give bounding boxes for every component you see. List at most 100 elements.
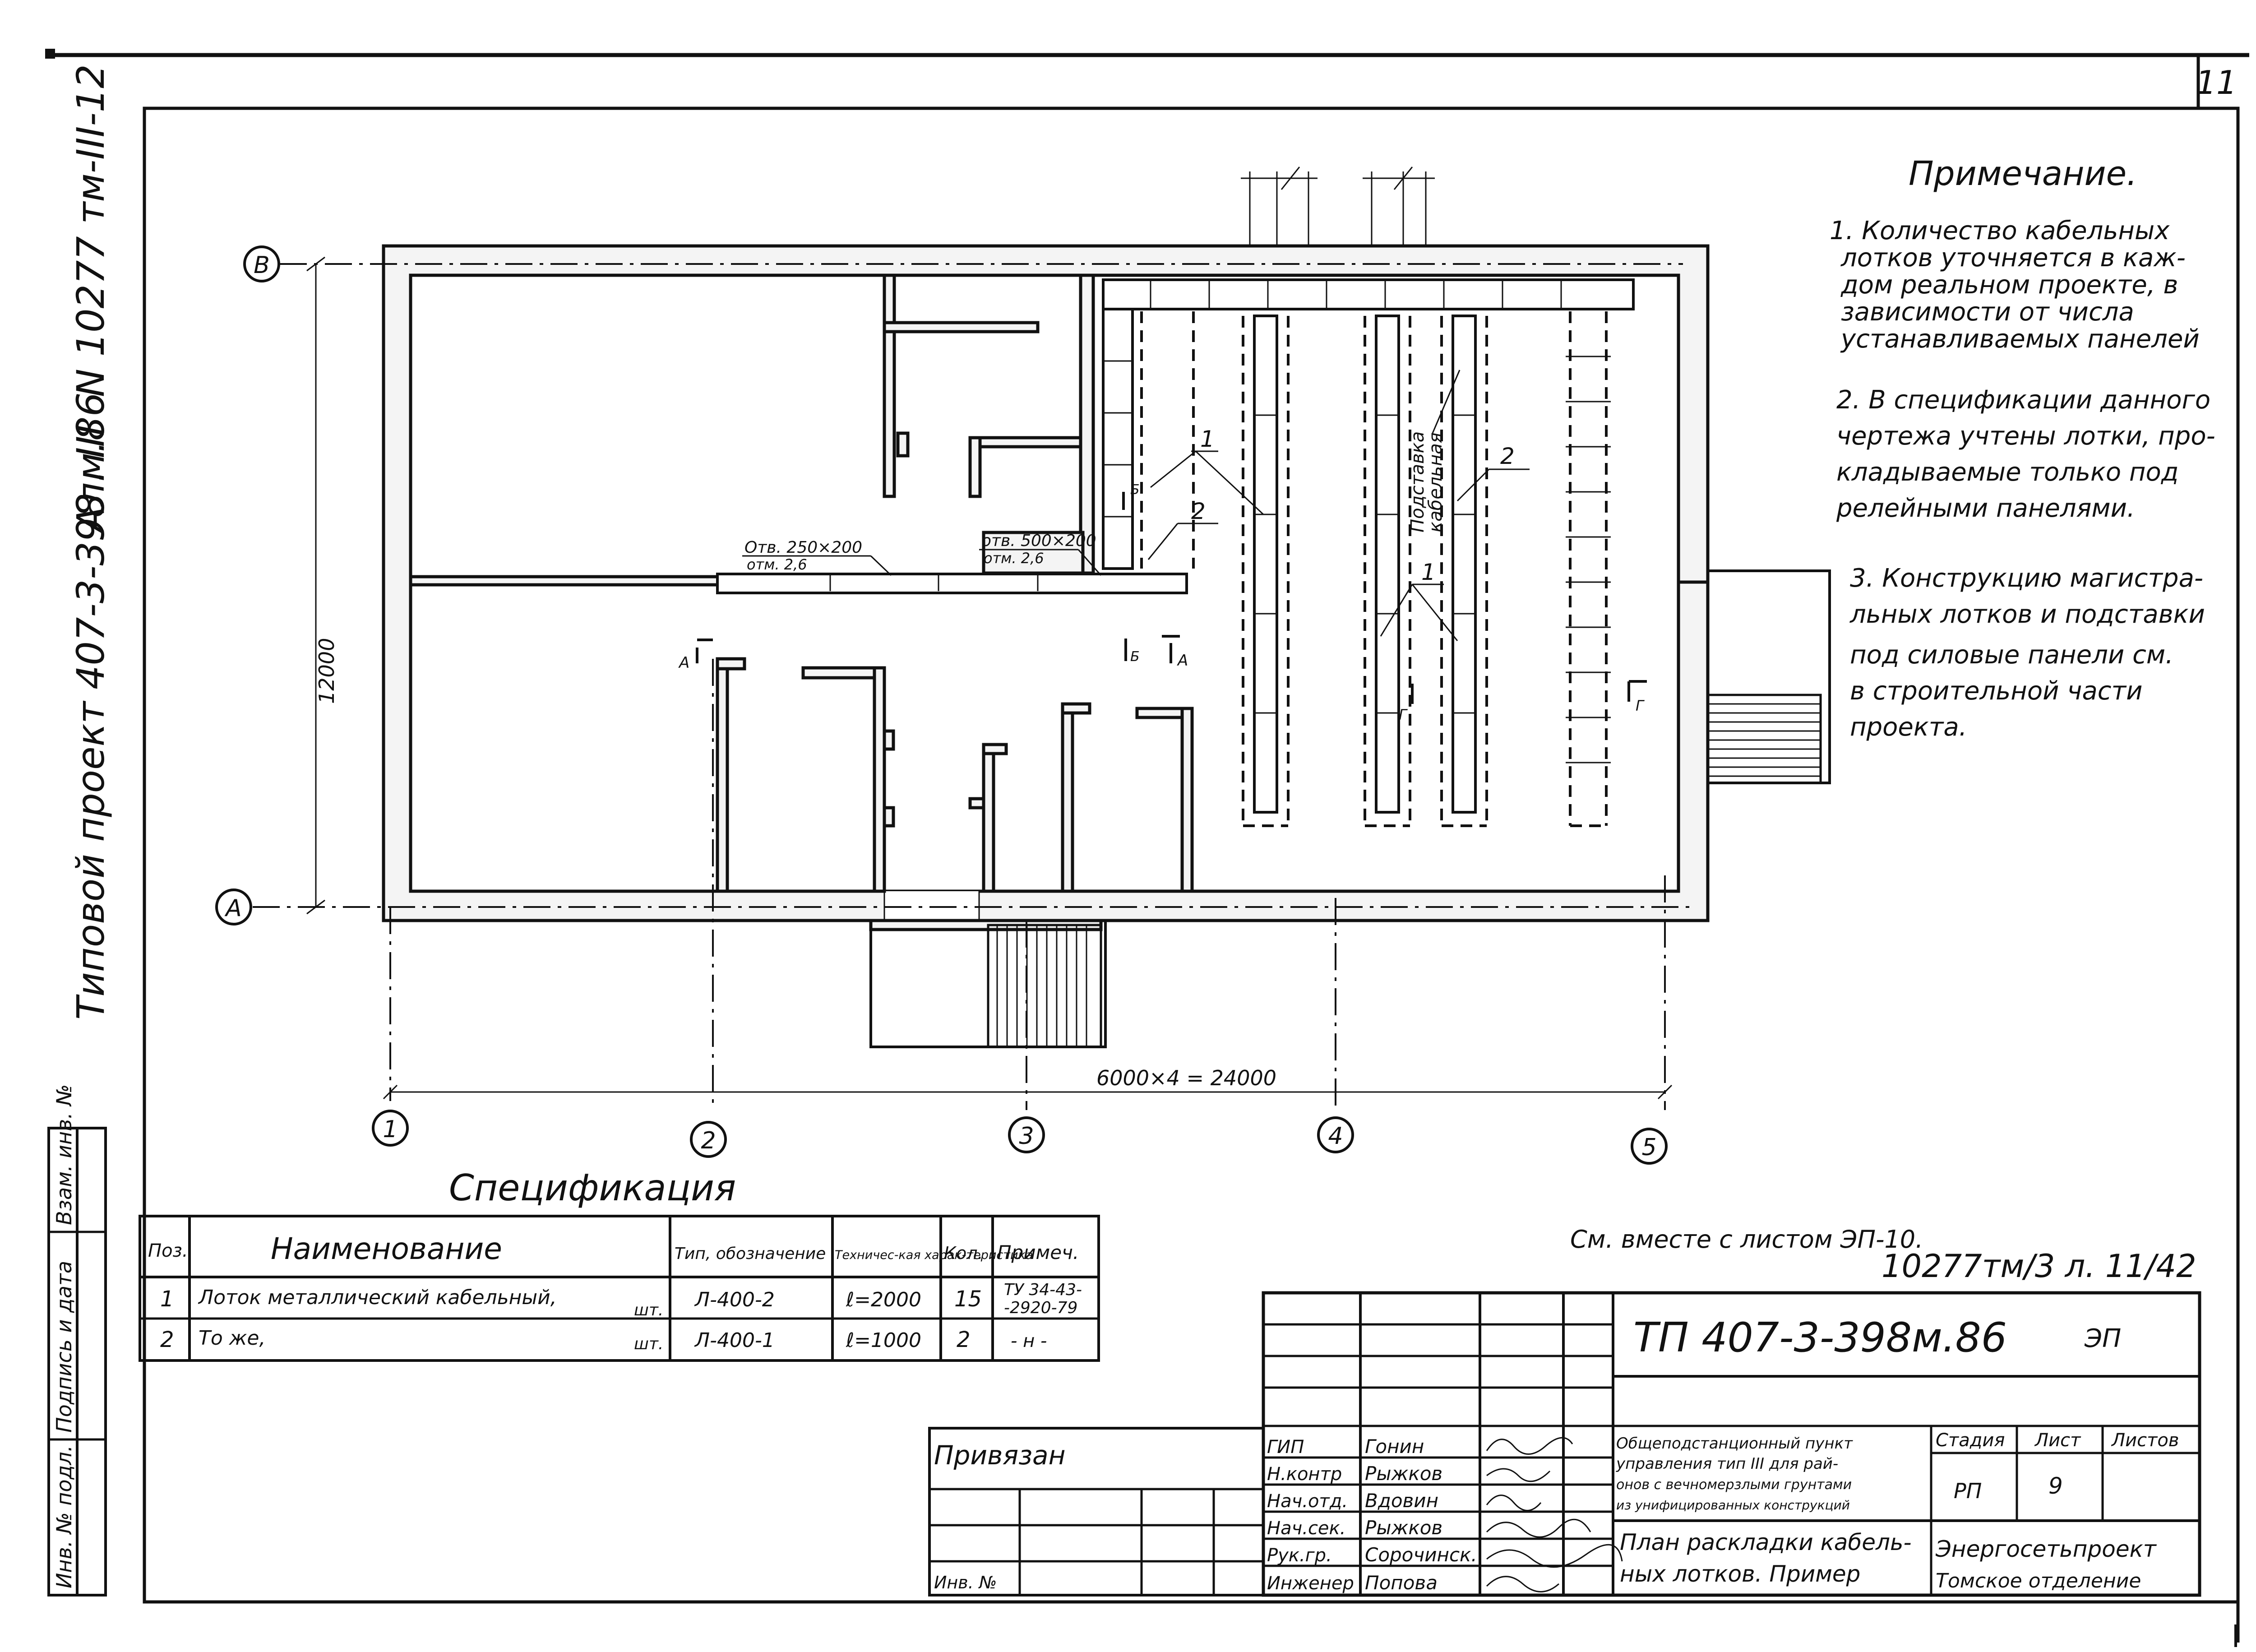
dim-horizontal: 6000×4 = 24000 [1096,1066,1276,1090]
callout-2b: 2 [1500,443,1515,469]
tb-drawing-title-1: План раскладки кабель- [1620,1529,1912,1555]
note-3-line-3: под силовые панели см. [1850,640,2173,670]
tb-role-nkontr: Н.контр [1267,1464,1342,1485]
tb-stage: РП [1954,1479,1982,1503]
tb-object-1: Общеподстанционный пункт [1616,1435,1853,1453]
notes-block: Примечание. 1. Количество кабельных лотк… [1830,154,2215,742]
spec-row-2-char: ℓ=1000 [846,1329,921,1352]
note-3-line-1: 3. Конструкцию магистра- [1850,564,2203,593]
spec-row-2-note-1: - н - [1011,1331,1047,1351]
spec-row-2-unit: шт. [634,1335,663,1353]
axis-bubble-3: 3 [1019,1123,1034,1150]
opening-2-size: отв. 500×200 [981,532,1096,550]
title-block: Привязан Инв. № ТП 407-3-398м.86 ЭП ГИП … [928,1291,2201,1597]
note-2-line-4: релейными панелями. [1836,494,2135,523]
axis-bubble-a: А [224,895,242,922]
stand-label-1: Подставка [1407,431,1428,532]
note-1-line-1: 1. Количество кабельных [1830,216,2170,245]
spec-row-1-unit: шт. [634,1301,663,1319]
side-album: Ал. III [69,425,113,535]
floor-plan: В А 1 2 3 4 5 6000×4 = 24000 Отв. 250×20… [215,167,1831,1165]
stamp-inv-podl: Инв. № подл. [52,1445,76,1588]
main-tray-top [1102,278,1635,310]
spec-header-type: Тип, обозначение [675,1245,826,1263]
tray-row-1 [1242,315,1290,827]
tb-name-4: Рыжков [1365,1517,1442,1539]
note-3-line-4: в строительной части [1850,676,2143,706]
section-g-right: Г [1636,697,1645,714]
stamp-signature-date: Подпись и дата [52,1261,76,1433]
note-1-line-4: зависимости от числа [1841,297,2134,327]
tb-code: ТП 407-3-398м.86 [1633,1314,2007,1361]
reference-number: 10277тм/3 л. 11/42 [1882,1248,2196,1285]
stamp-vzam-inv: Взам. инв. № [52,1084,76,1225]
spec-row-2-type: Л-400-1 [694,1329,775,1352]
see-also-note: См. вместе с листом ЭП-10. [1570,1225,1923,1254]
note-2-line-1: 2. В спецификации данного [1836,385,2210,415]
stair-bottom [987,924,1102,1048]
axis-bubble-1: 1 [383,1116,398,1143]
spec-row-2-pos: 2 [160,1327,174,1352]
tb-object-4: из унифицированных конструкций [1616,1498,1850,1513]
stand-label-2: кабельная [1425,432,1446,532]
callout-1a: 1 [1200,426,1215,452]
note-2-line-2: чертежа учтены лотки, про- [1836,421,2215,451]
tray-row-2 [1364,315,1411,827]
note-1-line-2: лотков уточняется в каж- [1840,243,2186,273]
signatures [1486,1437,1623,1592]
attached-label: Привязан [934,1440,1066,1471]
callout-1b: 1 [1421,559,1436,585]
tb-name-1: Гонин [1365,1435,1424,1458]
tb-role-nach-sek: Нач.сек. [1267,1518,1345,1539]
tb-sheet: 9 [2048,1473,2063,1499]
tray-left-column [1102,308,1134,570]
tb-role-gip: ГИП [1267,1437,1304,1458]
opening-1-level: отм. 2,6 [747,556,807,573]
tb-name-5: Сорочинск. [1365,1544,1477,1566]
spec-title: Спецификация [449,1167,736,1209]
section-a-left: А [678,654,689,672]
note-1-line-5: устанавливаемых панелей [1840,324,2200,354]
tb-name-3: Вдовин [1365,1490,1438,1512]
stair-right [1708,703,1821,777]
tb-role-nach-otd: Нач.отд. [1267,1491,1348,1512]
side-number: N 10277 тм-III-12 [69,64,113,397]
sheet-number: 11 [2196,64,2237,102]
callout-2a: 2 [1191,498,1206,524]
spec-row-1-char: ℓ=2000 [846,1288,921,1311]
note-2-line-3: кладываемые только под [1836,458,2179,487]
spec-row-2-qty: 2 [957,1327,971,1352]
power-panel-stand [1566,311,1611,827]
note-3-line-2: льных лотков и подставки [1849,600,2205,629]
spec-row-1-name: Лоток металлический кабельный, [198,1286,557,1309]
axis-bubble-4: 4 [1328,1123,1343,1150]
tb-org-1: Энергосетьпроект [1935,1536,2157,1562]
opening-1-size: Отв. 250×200 [744,538,862,557]
tb-org-2: Томское отделение [1936,1569,2141,1592]
tb-mark: ЭП [2084,1324,2121,1353]
section-b-top: Б [1130,482,1140,498]
axis-bubble-v: В [254,252,270,279]
spec-header-char: Техничес-кая харак-теристика [835,1248,1033,1262]
tray-row-3 [1440,315,1488,827]
tb-role-inzhener: Инженер [1267,1573,1354,1594]
cable-entry-top [1241,167,1435,246]
section-b-bottom: Б [1130,649,1140,665]
tb-role-ruk-gr: Рук.гр. [1267,1545,1332,1566]
section-a-right: А [1177,652,1188,670]
section-g-left: Г [1399,706,1408,723]
note-3-line-5: проекта. [1850,713,1967,742]
tb-object-2: управления тип III для рай- [1616,1455,1838,1473]
spec-row-1-note-2: -2920-79 [1004,1299,1077,1317]
opening-2-level: отм. 2,6 [984,550,1044,567]
axis-bubble-5: 5 [1641,1134,1656,1161]
notes-title: Примечание. [1909,154,2137,193]
dim-vertical: 12000 [314,638,339,704]
tb-object-3: онов с вечномерзлыми грунтами [1616,1477,1852,1493]
tb-name-2: Рыжков [1365,1462,1442,1485]
spec-header-name: Наименование [271,1231,502,1266]
spec-row-2-name: То же, [199,1327,265,1350]
axis-bubble-2: 2 [701,1127,716,1154]
spec-row-1-type: Л-400-2 [694,1288,775,1311]
